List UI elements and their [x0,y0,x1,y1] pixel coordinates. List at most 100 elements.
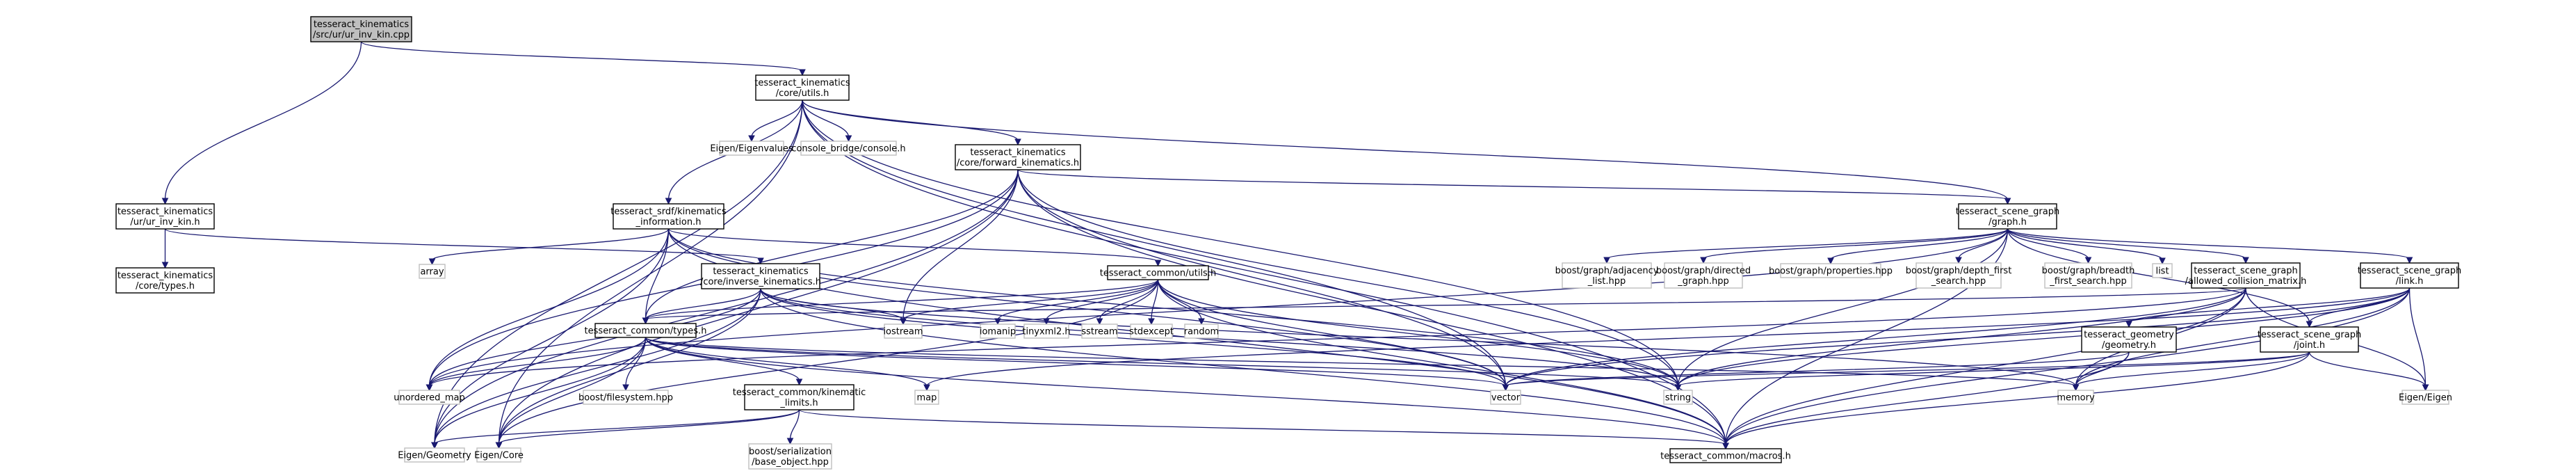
node-box [419,264,446,279]
node-ur-inv-kin-h[interactable]: tesseract_kinematics/ur/ur_inv_kin.h [115,203,215,230]
node-geometry-h[interactable]: tesseract_geometry/geometry.h [2081,326,2177,353]
node-label: tesseract_common/types.h [585,326,707,337]
node-srdf-kinematics-info[interactable]: tesseract_srdf/kinematics_information.h [610,203,727,230]
node-joint-h[interactable]: tesseract_scene_graph/joint.h [2258,326,2361,353]
edge-line [789,409,800,440]
node-label: _limits.h [779,398,818,408]
edge-line [434,337,647,445]
node-label: tesseract_common/kinematic [733,388,866,398]
edge-line [1606,228,2009,260]
edge-arrowhead [1674,384,1682,392]
node-label: Eigen/Eigenvalues [710,144,793,154]
edge-arrowhead [495,442,503,449]
node-label: tesseract_srdf/kinematics [610,207,727,217]
edge-line [798,409,1726,445]
edge-line [360,41,803,72]
node-label: boost/serialization [749,447,832,457]
edge-arrowhead [2242,257,2249,264]
node-box [1958,203,2057,230]
edge-line [625,337,647,387]
edge-arrowhead [161,262,169,269]
node-common-types-h[interactable]: tesseract_common/types.h [585,323,707,338]
node-link-h[interactable]: tesseract_scene_graph/link.h [2358,262,2461,289]
node-box [748,443,832,470]
dependency-edge [1017,169,1509,392]
node-label: /ur/ur_inv_kin.h [130,217,200,227]
edge-line [2007,228,2411,260]
node-label: tesseract_kinematics [118,271,213,281]
edge-line [802,99,1019,141]
edge-line [645,287,2246,320]
node-label: tesseract_scene_graph [2358,266,2461,276]
node-serialization: boost/serialization/base_object.hpp [748,443,832,470]
edge-arrowhead [845,135,852,143]
node-tinyxml2: tinyxml2.h [1022,324,1071,339]
edge-arrowhead [622,384,629,392]
edge-line [645,337,927,387]
edge-arrowhead [757,257,764,265]
edge-line [2308,351,2427,387]
edge-line [434,169,1019,445]
edge-line [1725,287,2246,445]
edge-arrowhead [900,318,907,326]
node-label: tesseract_scene_graph [1956,207,2059,217]
node-box [701,263,820,289]
node-box [2191,262,2301,289]
edge-arrowhead [2125,321,2132,328]
node-label: boost/graph/adjacency [1555,266,1659,276]
edge-line [1505,287,2246,387]
node-inverse-kinematics-h[interactable]: tesseract_kinematics/core/inverse_kinema… [700,263,821,289]
node-label: /src/ur/ur_inv_kin.cpp [313,30,410,40]
dependency-edge [2007,228,2092,264]
node-scene-graph-graph-h[interactable]: tesseract_scene_graph/graph.h [1956,203,2059,230]
edge-line [2007,228,2089,260]
edge-line [751,99,803,138]
node-macros-h[interactable]: tesseract_common/macros.h [1660,448,1791,463]
node-unordered-map: unordered_map [394,390,465,405]
node-label: tesseract_kinematics [314,19,410,30]
node-label: unordered_map [394,393,465,404]
edge-line [2075,351,2310,387]
node-ur-inv-kin-cpp[interactable]: tesseract_kinematics/src/ur/ur_inv_kin.c… [310,16,412,42]
node-box [2057,390,2094,405]
edge-line [760,288,1507,387]
edge-arrowhead [2306,321,2313,328]
node-core-types-h[interactable]: tesseract_kinematics/core/types.h [115,267,215,294]
node-common-utils-h[interactable]: tesseract_common/utils.h [1100,265,1216,280]
dependency-edge [1700,228,2009,264]
edge-line [667,228,1507,387]
node-console-bridge: console_bridge/console.h [791,141,906,156]
node-box [2260,326,2359,353]
edge-arrowhead [1014,138,1021,146]
node-box [1562,262,1652,289]
node-label: /core/inverse_kinematics.h [700,277,821,287]
edge-arrowhead [1827,257,1834,265]
node-kinematic-limits[interactable]: tesseract_common/kinematic_limits.h [733,384,866,410]
node-label: tesseract_common/macros.h [1660,452,1791,462]
node-directed-graph: boost/graph/directed_graph.hpp [1656,262,1751,289]
node-label: boost/graph/properties.hpp [1769,266,1893,277]
dependency-edge [431,409,800,449]
edge-line [2007,228,2246,260]
node-core-utils-h[interactable]: tesseract_kinematics/core/utils.h [754,74,850,101]
node-allowed-collision[interactable]: tesseract_scene_graph/allowed_collision_… [2185,262,2307,289]
edge-line [1157,279,1726,445]
edge-line [1677,351,2310,387]
edge-arrowhead [1955,257,1962,264]
node-box [2401,390,2449,405]
edge-line [428,288,761,387]
edge-layer [161,41,2429,450]
edge-line [434,409,800,445]
node-iostream: iostream [883,324,923,339]
dependency-edge [667,228,1729,450]
dependency-edge [495,409,800,449]
node-forward-kinematics-h[interactable]: tesseract_kinematics/core/forward_kinema… [955,144,1081,170]
node-box [398,390,460,405]
edge-line [802,99,2009,200]
edge-line [1677,228,2009,387]
node-label: /link.h [2396,276,2424,287]
node-map: map [914,390,939,405]
node-label: tesseract_kinematics [713,266,809,277]
edge-line [902,169,1019,321]
